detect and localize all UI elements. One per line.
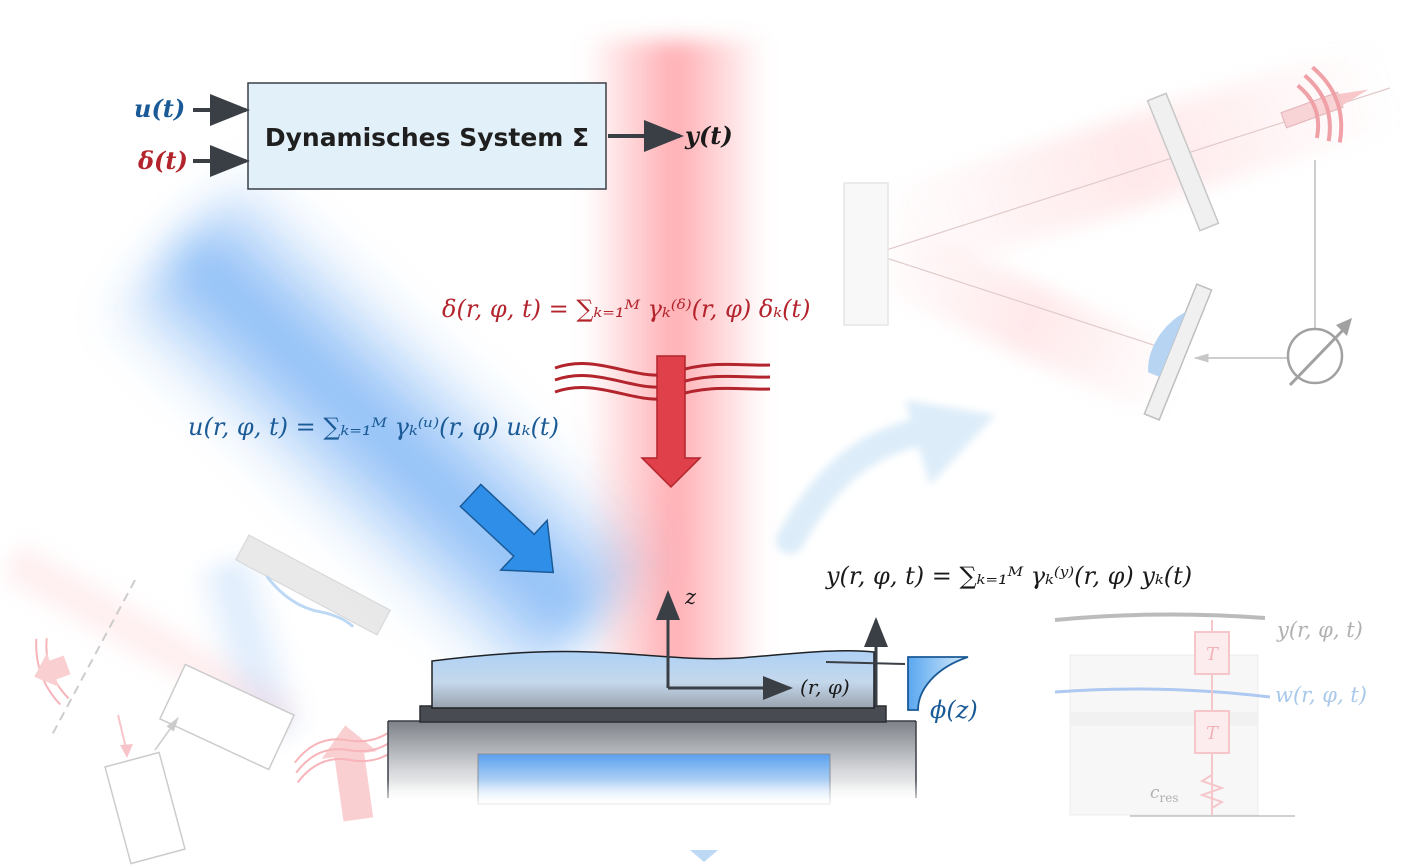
thermal-element-upper [1194, 631, 1230, 675]
input-u-label: u(t) [134, 94, 185, 123]
T-upper-label: T [1206, 644, 1220, 665]
thermal-element-lower [1194, 710, 1230, 754]
system-block-diagram: Dynamisches System Σ u(t) δ(t) y(t) [134, 82, 733, 190]
faded-curved-arrow [776, 400, 995, 554]
model-y-label: y(r, φ, t) [1276, 618, 1363, 642]
c-res-label: cres [1150, 783, 1179, 805]
machine-base [380, 705, 940, 810]
r-phi-axis-label: (r, φ) [800, 675, 850, 699]
T-lower-label: T [1206, 723, 1220, 744]
y-equation: y(r, φ, t) = ∑ₖ₌₁ᴹ γₖ⁽ʸ⁾(r, φ) yₖ(t) [825, 562, 1192, 590]
input-arrow [459, 483, 555, 574]
phi-distribution [825, 617, 969, 711]
optical-setup-bottom-left [0, 534, 404, 865]
faded-triangle [690, 850, 718, 862]
model-w-label: w(r, φ, t) [1275, 683, 1367, 707]
delta-equation: δ(r, φ, t) = ∑ₖ₌₁ᴹ γₖ⁽ᵟ⁾(r, φ) δₖ(t) [442, 295, 810, 323]
output-y-label: y(t) [684, 121, 733, 150]
mechanical-model [1054, 612, 1295, 817]
z-axis-label: z [684, 585, 697, 609]
optical-setup-top-right [843, 39, 1401, 422]
input-delta-label: δ(t) [137, 146, 188, 175]
spring-icon [1198, 774, 1226, 809]
u-equation: u(r, φ, t) = ∑ₖ₌₁ᴹ γₖ⁽ᵘ⁾(r, φ) uₖ(t) [188, 413, 559, 441]
system-title: Dynamisches System Σ [265, 123, 589, 152]
system-box [247, 82, 607, 190]
phi-z-label: ϕ(z) [930, 696, 978, 724]
disturbance-arrow [640, 355, 702, 489]
coordinate-axes [656, 590, 793, 700]
